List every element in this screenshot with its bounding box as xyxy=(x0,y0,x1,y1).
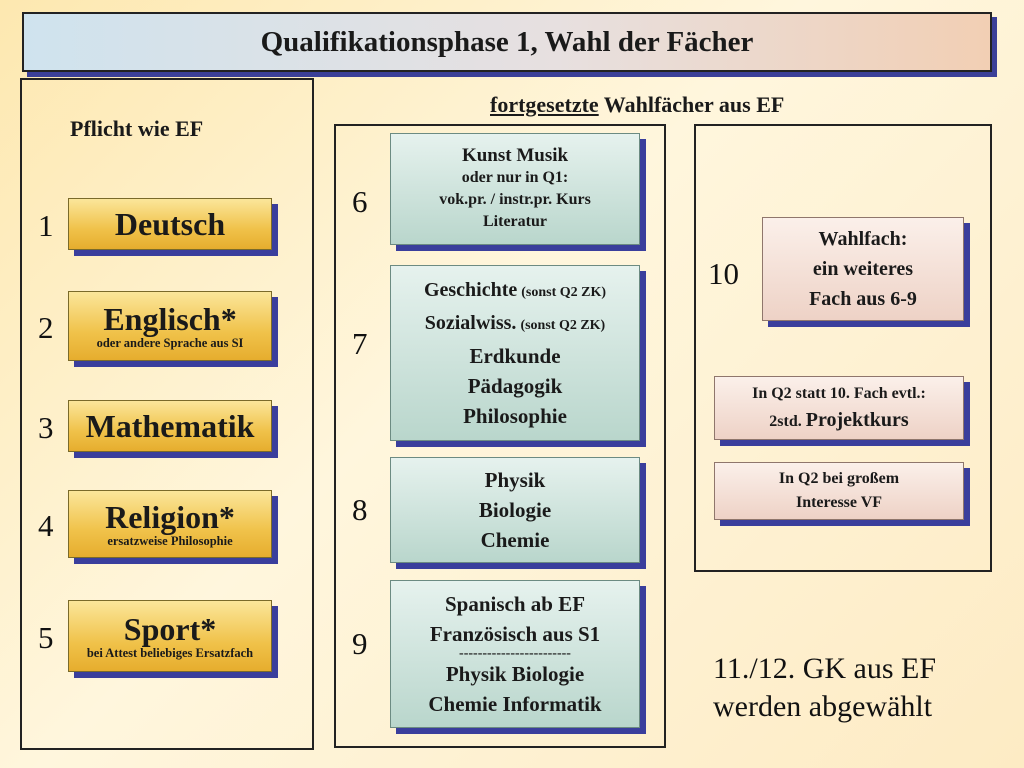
group-line: Physik xyxy=(484,468,546,492)
item-number: 7 xyxy=(352,326,368,361)
projekt-line: In Q2 statt 10. Fach evtl.: xyxy=(752,385,926,402)
group-line: vok.pr. / instr.pr. Kurs xyxy=(439,191,591,208)
subject-label: Englisch* xyxy=(103,301,237,337)
heading-rest: Wahlfächer aus EF xyxy=(598,92,785,117)
group-line: Chemie xyxy=(480,528,550,552)
wahlfach-line: Fach aus 6-9 xyxy=(809,288,917,310)
subject-note: oder andere Sprache aus SI xyxy=(96,336,244,350)
group-line: Spanisch ab EF xyxy=(444,592,586,616)
group-line: Erdkunde xyxy=(469,344,561,368)
group-line: Pädagogik xyxy=(467,374,563,398)
wahlfach-line: Wahlfach: xyxy=(818,228,908,250)
group-6-box: Kunst Musik oder nur in Q1: vok.pr. / in… xyxy=(390,133,640,245)
subject-label: Sport* xyxy=(123,611,217,647)
projekt-line: 2std. xyxy=(769,413,802,430)
group-line: Philosophie xyxy=(463,404,567,428)
group-line: Französisch aus S1 xyxy=(429,622,601,646)
projektkurs-box: In Q2 statt 10. Fach evtl.: 2std. Projek… xyxy=(714,376,964,440)
abwahl-note: 11./12. GK aus EF werden abgewählt xyxy=(713,650,936,726)
group-8-box: Physik Biologie Chemie xyxy=(390,457,640,563)
wahlfach-line: ein weiteres xyxy=(812,258,914,280)
group-line: Kunst Musik xyxy=(461,145,569,166)
heading-underlined: fortgesetzte xyxy=(490,92,599,117)
group-9-box: Spanisch ab EF Französisch aus S1 ------… xyxy=(390,580,640,728)
wahlfaecher-heading: fortgesetzte Wahlfächer aus EF xyxy=(490,92,784,118)
group-line: oder nur in Q1: xyxy=(461,169,569,186)
vf-line: In Q2 bei großem xyxy=(778,470,900,487)
item-number: 3 xyxy=(38,410,54,445)
vf-line: Interesse VF xyxy=(795,494,883,511)
subject-label: Deutsch xyxy=(114,206,226,242)
group-7-box: Geschichte (sonst Q2 ZK) Sozialwiss. (so… xyxy=(390,265,640,441)
subject-note: ersatzweise Philosophie xyxy=(107,534,233,548)
subject-mathematik: Mathematik xyxy=(68,400,272,452)
group-row: Sozialwiss. (sonst Q2 ZK) xyxy=(425,308,605,341)
item-number: 2 xyxy=(38,310,54,345)
item-number: 10 xyxy=(708,256,739,291)
subject-note: bei Attest beliebiges Ersatzfach xyxy=(86,646,254,660)
item-number: 1 xyxy=(38,208,54,243)
subject-religion: Religion* ersatzweise Philosophie xyxy=(68,490,272,558)
group-note: (sonst Q2 ZK) xyxy=(521,285,607,300)
item-number: 9 xyxy=(352,626,368,661)
item-number: 5 xyxy=(38,620,54,655)
subject-sport: Sport* bei Attest beliebiges Ersatzfach xyxy=(68,600,272,672)
vf-box: In Q2 bei großem Interesse VF xyxy=(714,462,964,520)
note-line: 11./12. GK aus EF xyxy=(713,652,937,685)
title-text: Qualifikationsphase 1, Wahl der Fächer xyxy=(260,25,754,58)
wahlfach-box: Wahlfach: ein weiteres Fach aus 6-9 xyxy=(762,217,964,321)
group-line: Geschichte xyxy=(423,279,518,301)
wahlfach-frame xyxy=(694,124,992,572)
group-line: Chemie Informatik xyxy=(428,692,602,716)
group-line: Biologie xyxy=(478,498,552,522)
group-note: (sonst Q2 ZK) xyxy=(520,318,606,333)
group-row: Geschichte (sonst Q2 ZK) xyxy=(424,275,606,308)
item-number: 8 xyxy=(352,492,368,527)
pflicht-frame xyxy=(20,78,314,750)
pflicht-heading: Pflicht wie EF xyxy=(70,116,204,141)
page-title: Qualifikationsphase 1, Wahl der Fächer xyxy=(22,12,992,72)
wahlfaecher-frame xyxy=(334,124,666,748)
subject-label: Mathematik xyxy=(85,408,255,444)
item-number: 4 xyxy=(38,508,54,543)
group-line: Physik Biologie xyxy=(445,662,585,686)
item-number: 6 xyxy=(352,184,368,219)
group-divider: ------------------------ xyxy=(459,646,571,661)
subject-deutsch: Deutsch xyxy=(68,198,272,250)
projekt-row: 2std. Projektkurs xyxy=(769,407,908,435)
projekt-line: Projektkurs xyxy=(805,409,909,431)
subject-label: Religion* xyxy=(105,499,235,535)
group-line: Literatur xyxy=(483,213,547,230)
group-line: Sozialwiss. xyxy=(424,312,517,334)
subject-englisch: Englisch* oder andere Sprache aus SI xyxy=(68,291,272,361)
note-line: werden abgewählt xyxy=(713,690,933,723)
